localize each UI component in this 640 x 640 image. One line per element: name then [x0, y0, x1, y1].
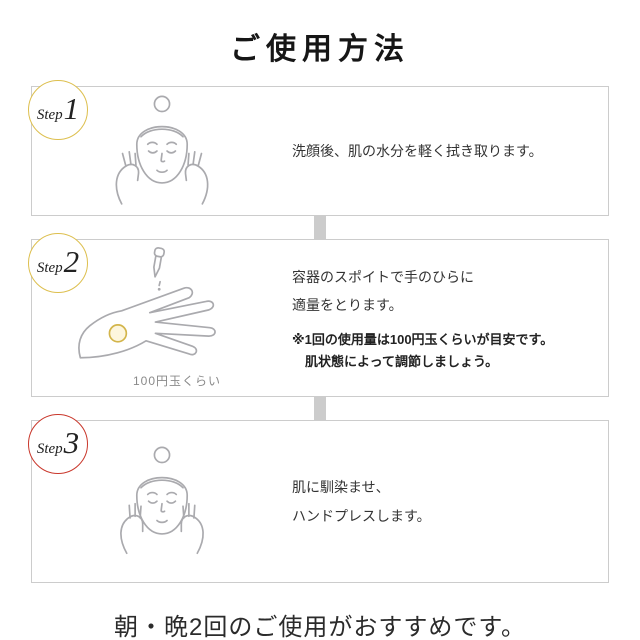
step-3-instruction-line-2: ハンドプレスします。 — [292, 507, 431, 524]
face-wiping-drawing — [115, 95, 209, 205]
step-1-label: Step — [36, 107, 63, 123]
hand-dropper-drawing — [78, 247, 216, 359]
step-2-instruction-line-2: 適量をとります。 — [292, 297, 403, 314]
step-connector-1 — [314, 216, 326, 239]
page-title: ご使用方法 — [230, 33, 410, 66]
hand-dropper-illustration: 100円玉くらい — [32, 247, 292, 389]
step-2-text: 容器のスポイトで手のひらに 適量をとります。 ※1回の使用量は100円玉くらいが… — [292, 263, 608, 374]
dropper-icon — [153, 247, 166, 278]
step-3-text: 肌に馴染ませ、 ハンドプレスします。 — [292, 473, 608, 530]
face-handpress-illustration — [32, 444, 292, 560]
step-1-text: 洗顔後、肌の水分を軽く拭き取ります。 — [292, 137, 608, 166]
step-connector-2 — [314, 397, 326, 420]
coin-mark — [108, 324, 128, 343]
step-2-note: ※1回の使用量は100円玉くらいが目安です。 肌状態によって調節しましょう。 — [292, 329, 596, 373]
step-2-label: Step — [36, 260, 63, 276]
step-3-number: 3 — [63, 425, 80, 460]
step-2-instruction-line-1: 容器のスポイトで手のひらに — [292, 268, 474, 285]
usage-recommendation: 朝・晩2回のご使用がおすすめです。 — [114, 614, 526, 640]
face-wiping-illustration — [32, 93, 292, 209]
step-1-number: 1 — [63, 91, 80, 126]
step-2-number: 2 — [63, 244, 80, 279]
step-3-label: Step — [36, 441, 63, 457]
step-2-note-line-2: 肌状態によって調節しましょう。 — [305, 354, 499, 370]
face-handpress-drawing — [120, 446, 204, 554]
step-2-note-line-1: ※1回の使用量は100円玉くらいが目安です。 — [292, 332, 554, 348]
step-3-instruction-line-1: 肌に馴染ませ、 — [292, 478, 390, 495]
step-1-instruction: 洗顔後、肌の水分を軽く拭き取ります。 — [292, 142, 543, 159]
coin-size-caption: 100円玉くらい — [132, 374, 222, 388]
